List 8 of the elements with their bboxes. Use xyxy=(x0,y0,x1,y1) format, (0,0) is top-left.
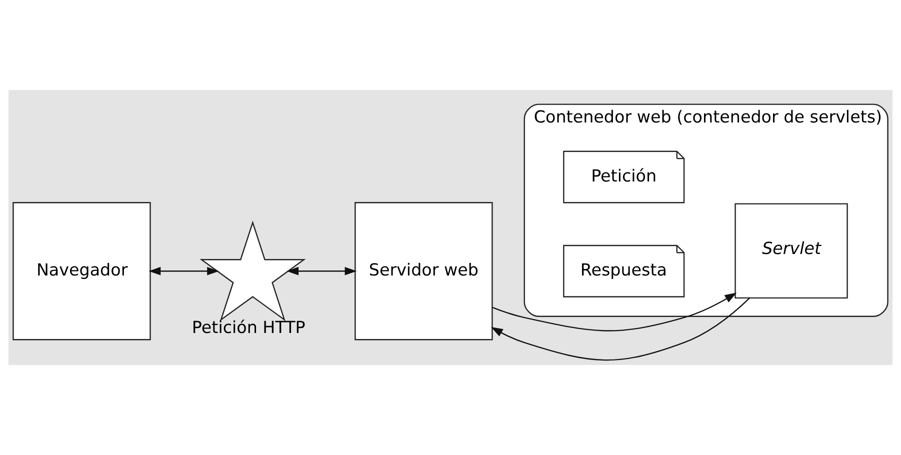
node-box: Servlet xyxy=(734,203,848,299)
arrow xyxy=(490,298,750,361)
node-box: Navegador xyxy=(12,202,151,340)
arrow xyxy=(148,266,220,276)
node-box: Servidor web xyxy=(354,202,493,340)
arrow xyxy=(492,292,737,332)
node-label: Petición HTTP xyxy=(192,318,306,338)
arrow xyxy=(286,266,357,276)
